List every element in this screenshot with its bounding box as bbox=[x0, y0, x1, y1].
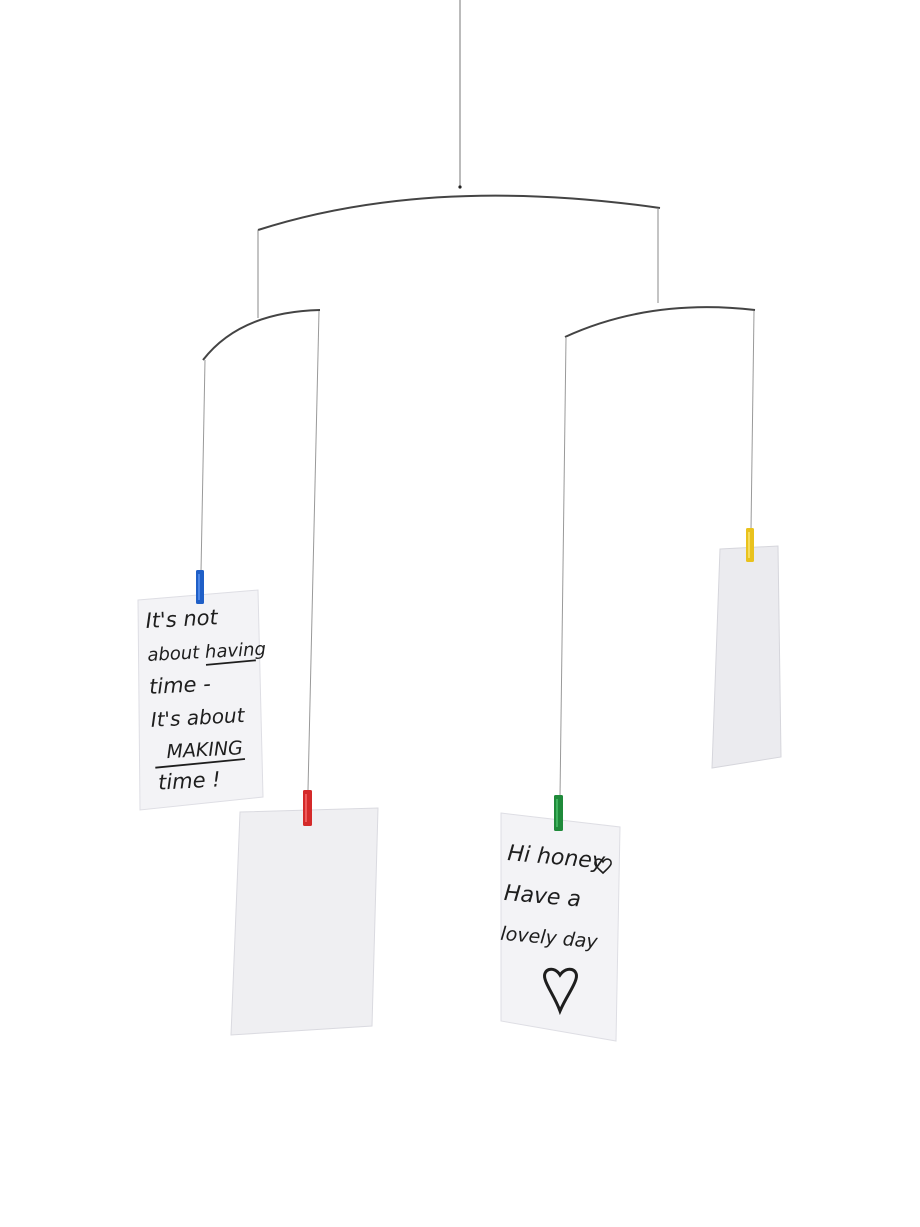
card-blank-red bbox=[230, 790, 379, 1036]
string-card-honey bbox=[559, 337, 567, 798]
card-quote-paper bbox=[137, 589, 264, 811]
card-honey-paper bbox=[500, 812, 621, 1042]
card-quote-line-5: MAKING bbox=[166, 737, 243, 763]
card-quote-line-1: It's not bbox=[145, 605, 219, 633]
clip-green-highlight bbox=[556, 799, 558, 827]
heart-icon bbox=[543, 967, 578, 1016]
clip-red bbox=[303, 790, 312, 826]
card-quote: It's not about having time - It's about … bbox=[137, 570, 266, 811]
string-card-red bbox=[307, 310, 320, 791]
left-sub-arm bbox=[202, 309, 321, 361]
underline-making bbox=[155, 758, 246, 769]
clip-green bbox=[554, 795, 563, 831]
card-honey: Hi honey Have a lovely day bbox=[500, 795, 621, 1042]
string-card-yellow bbox=[750, 310, 755, 531]
card-quote-line-3: time - bbox=[148, 672, 211, 699]
string-card-quote bbox=[200, 359, 206, 573]
card-blank-yellow bbox=[711, 528, 782, 769]
clip-red-highlight bbox=[305, 794, 307, 822]
clip-blue-highlight bbox=[198, 574, 200, 600]
card-blank-red-paper bbox=[230, 807, 379, 1036]
clip-yellow-highlight bbox=[748, 532, 750, 558]
card-blank-yellow-paper bbox=[711, 545, 782, 769]
right-sub-arm bbox=[564, 306, 756, 338]
heart-icon bbox=[594, 858, 612, 875]
top-arm bbox=[257, 194, 661, 231]
card-quote-line-4: It's about bbox=[150, 703, 246, 732]
card-quote-line-6: time ! bbox=[157, 767, 221, 794]
underline-having bbox=[205, 659, 256, 666]
top-arm-knot bbox=[458, 185, 462, 189]
